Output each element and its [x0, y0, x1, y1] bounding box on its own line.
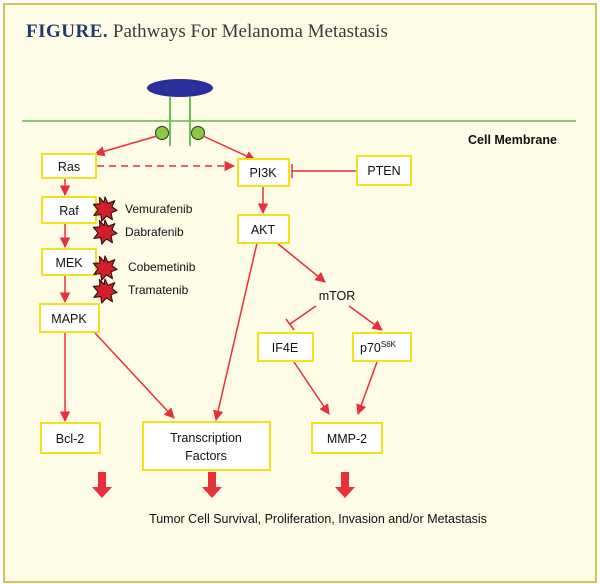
node-p70-superscript: S6K — [381, 340, 397, 349]
node-raf-label: Raf — [59, 204, 79, 218]
node-pten-label: PTEN — [367, 164, 400, 178]
node-mapk: MAPK — [39, 303, 100, 333]
node-ras: Ras — [41, 153, 97, 179]
receptor — [147, 79, 213, 146]
arrow-p70-mmp2 — [356, 361, 378, 415]
node-mtor-label: mTOR — [319, 289, 356, 303]
node-if4e: IF4E — [257, 332, 314, 362]
node-pten: PTEN — [356, 155, 412, 186]
arrow-receptor-pi3k — [202, 135, 256, 161]
node-mmp2: MMP-2 — [311, 422, 383, 454]
receptor-phospho-left — [155, 126, 169, 140]
inhibit-mtor-if4e-bar — [285, 318, 295, 331]
node-mapk-label: MAPK — [51, 312, 87, 326]
node-pi3k-label: PI3K — [249, 166, 277, 180]
arrow-if4e-mmp2 — [293, 361, 330, 415]
node-akt: AKT — [237, 214, 290, 244]
receptor-ligand — [147, 79, 213, 97]
node-p70-label: p70 — [360, 341, 381, 355]
figure-title: FIGURE. Pathways For Melanoma Metastasis — [26, 21, 388, 43]
node-transcription-line2: Factors — [185, 449, 227, 463]
drug-tramatenib-label: Tramatenib — [128, 283, 189, 297]
receptor-phospho-right — [191, 126, 205, 140]
outcome-text: Tumor Cell Survival, Proliferation, Inva… — [149, 512, 487, 526]
node-transcription-factors: Transcription Factors — [142, 421, 271, 471]
node-bcl2: Bcl-2 — [40, 422, 101, 454]
arrow-receptor-ras — [93, 135, 158, 157]
inhibitor-star-tramatenib — [92, 278, 118, 304]
outcome-arrow-center — [202, 472, 222, 498]
arrow-mtor-p70 — [348, 305, 383, 331]
node-if4e-label: IF4E — [272, 341, 298, 355]
node-transcription-line1: Transcription — [170, 431, 242, 445]
figure-title-text: Pathways For Melanoma Metastasis — [112, 21, 388, 42]
node-pi3k: PI3K — [237, 158, 290, 187]
node-mmp2-label: MMP-2 — [327, 432, 367, 446]
node-mek-label: MEK — [55, 256, 83, 270]
node-p70s6k: p70S6K — [352, 332, 412, 362]
drug-vemurafenib-label: Vemurafenib — [125, 202, 193, 216]
inhibit-mtor-if4e — [289, 305, 317, 325]
node-raf: Raf — [41, 196, 97, 224]
drug-cobemetinib-label: Cobemetinib — [128, 260, 196, 274]
outcome-arrow-left — [92, 472, 112, 498]
drug-dabrafenib-label: Dabrafenib — [125, 225, 184, 239]
cell-membrane-label: Cell Membrane — [468, 133, 557, 147]
arrow-akt-transcription — [213, 242, 258, 422]
figure-label: FIGURE. — [26, 21, 109, 42]
node-ras-label: Ras — [58, 160, 80, 174]
outcome-arrow-right — [335, 472, 355, 498]
node-bcl2-label: Bcl-2 — [56, 432, 85, 446]
arrow-akt-mtor — [276, 242, 326, 283]
svg-text:p70S6K: p70S6K — [360, 340, 397, 355]
node-mek: MEK — [41, 248, 97, 276]
arrow-mapk-transcription — [94, 332, 175, 419]
node-akt-label: AKT — [251, 223, 276, 237]
